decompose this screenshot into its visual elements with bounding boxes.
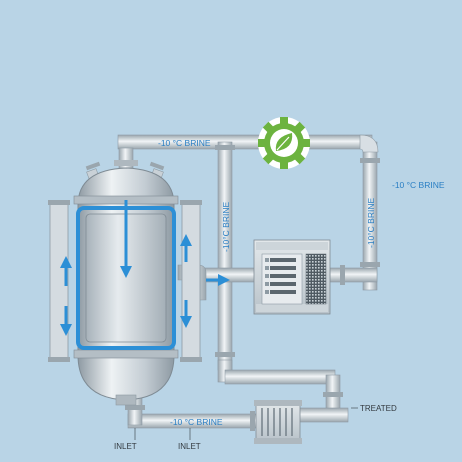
- flow-arrows: [60, 200, 230, 336]
- pipe-middle-vertical: [217, 141, 233, 371]
- label-brine-vertical-right: -10°C BRINE: [366, 198, 376, 248]
- label-brine-right: -10 °C BRINE: [392, 180, 445, 190]
- pipe-right-to-exchanger: [329, 267, 378, 283]
- label-inlet-left: INLET: [114, 442, 137, 451]
- label-brine-top: -10 °C BRINE: [158, 138, 211, 148]
- label-treated: TREATED: [360, 404, 397, 413]
- leaf-in-gear-icon: [258, 117, 310, 169]
- exchanger-grill: [305, 253, 327, 305]
- filter-unit: [254, 400, 302, 444]
- heat-exchanger-unit: [253, 239, 331, 315]
- label-brine-bottom: -10 °C BRINE: [170, 417, 223, 427]
- reactor-vessel: [73, 147, 179, 406]
- pipe-treated-outlet: [295, 407, 349, 423]
- label-brine-vertical-left: -10°C BRINE: [221, 202, 231, 252]
- label-inlet-right: INLET: [178, 442, 201, 451]
- pipe-lower-horizontal: [224, 369, 336, 385]
